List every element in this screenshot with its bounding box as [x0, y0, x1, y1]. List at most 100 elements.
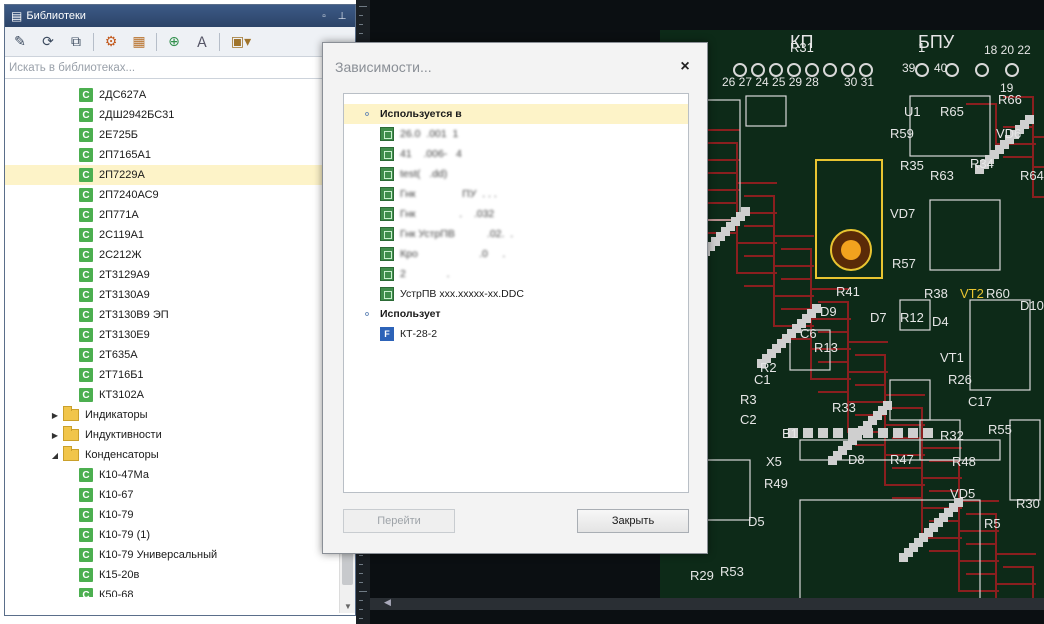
dependency-item[interactable]: Гнк ПУ . . . [344, 184, 688, 204]
tree-item-label: 2П7240АС9 [99, 189, 159, 201]
tree-item[interactable]: C 2Т635А [5, 345, 355, 365]
smd-pad [833, 451, 842, 460]
pcb-trace [892, 407, 962, 449]
dependency-item[interactable]: test( .dd) [344, 164, 688, 184]
pcb-component-label: R3 [740, 392, 757, 407]
tree-item-label: 2Т635А [99, 349, 138, 361]
pcb-component-label: R64 [1020, 168, 1044, 183]
library-icon[interactable]: ▦ [132, 33, 146, 49]
smd-pad [706, 242, 715, 251]
tree-item-label: Индуктивности [85, 429, 162, 441]
collapse-arrow-icon[interactable]: ◢ [51, 450, 59, 460]
package-dropdown-icon[interactable]: ▣▾ [230, 33, 252, 49]
dependency-item[interactable]: 41 .006- 4 [344, 144, 688, 164]
horizontal-scrollbar[interactable]: ◀ [370, 597, 1044, 610]
panel-pin-button[interactable]: ⊥ [337, 10, 347, 22]
connector-pad [787, 63, 801, 77]
dependency-group-icon: ⚬ [362, 108, 372, 121]
component-icon[interactable]: ⚙ [104, 33, 118, 49]
pcb-component-label: R33 [832, 400, 856, 415]
pcb-trace [855, 354, 925, 396]
header-pad [908, 428, 918, 438]
pcb-component-label: C6 [800, 326, 817, 341]
used-in-group[interactable]: ⚬Используется в [344, 104, 688, 124]
board-document-icon [380, 147, 394, 161]
pcb-trace [707, 142, 777, 184]
tree-item-label: КТ3102А [99, 389, 144, 401]
board-document-icon [380, 167, 394, 181]
dialog-titlebar: Зависимости... × [323, 43, 707, 91]
scroll-down-arrow-icon[interactable]: ▼ [344, 602, 352, 611]
pencil-icon[interactable]: ✎ [14, 33, 26, 49]
tree-folder[interactable]: ▶ Индуктивности [5, 425, 355, 445]
panel-float-button[interactable]: ▫ [322, 10, 326, 22]
dependency-item[interactable]: Гнк УстрПВ .02. . [344, 224, 688, 244]
add-pin-icon[interactable]: ⊕ [168, 33, 180, 49]
pcb-connector-label: 19 [1000, 81, 1014, 95]
library-search-input[interactable] [5, 57, 355, 78]
expand-arrow-icon[interactable]: ▶ [51, 430, 59, 440]
close-button[interactable]: Закрыть [577, 509, 689, 533]
smd-pad [929, 523, 938, 532]
vt2-outline[interactable] [815, 159, 883, 279]
uses-group[interactable]: ⚬Использует [344, 304, 688, 324]
pcb-connector-label: КП [790, 32, 813, 52]
dependency-item[interactable]: 2 . [344, 264, 688, 284]
pcb-trace [929, 490, 999, 532]
pcb-trace [966, 543, 1036, 585]
silkscreen-box [799, 439, 1001, 461]
pcb-component-label: R30 [1016, 496, 1040, 511]
smd-pad [1020, 120, 1029, 129]
smd-pad [975, 165, 984, 174]
pcb-component-label: R12 [900, 310, 924, 325]
component-c-icon: C [79, 488, 93, 502]
connector-pad [751, 63, 765, 77]
copy-icon[interactable]: ⧉ [71, 33, 81, 49]
goto-button[interactable]: Перейти [343, 509, 455, 533]
close-icon[interactable]: × [680, 58, 690, 75]
scroll-left-arrow-icon[interactable]: ◀ [384, 597, 391, 607]
library-search [5, 57, 355, 79]
tree-item-label: 2ДШ2942БС31 [99, 109, 175, 121]
dependency-item[interactable]: 26.0 .001 1 [344, 124, 688, 144]
text-tool-icon[interactable]: Ａ [195, 33, 209, 50]
tree-folder[interactable]: ▶Индикаторы [5, 405, 355, 425]
component-c-icon: C [79, 348, 93, 362]
pcb-trace [892, 467, 962, 509]
pcb-component-label: R63 [930, 168, 954, 183]
refresh-icon[interactable]: ⟳ [42, 33, 54, 49]
dependency-item[interactable]: Кро .0 . [344, 244, 688, 264]
ruler-tick [359, 573, 363, 574]
dependency-item[interactable]: УстрПВ xxx.xxxxx-xx.DDC [344, 284, 688, 304]
pcb-connector-label: 18 20 22 [984, 43, 1031, 57]
smd-pad [1010, 130, 1019, 139]
expand-arrow-icon[interactable]: ▶ [51, 410, 59, 420]
smd-pad [954, 498, 963, 507]
tree-folder[interactable]: ◢Конденсаторы [5, 445, 355, 465]
dependency-item[interactable]: Гнк . .032 [344, 204, 688, 224]
